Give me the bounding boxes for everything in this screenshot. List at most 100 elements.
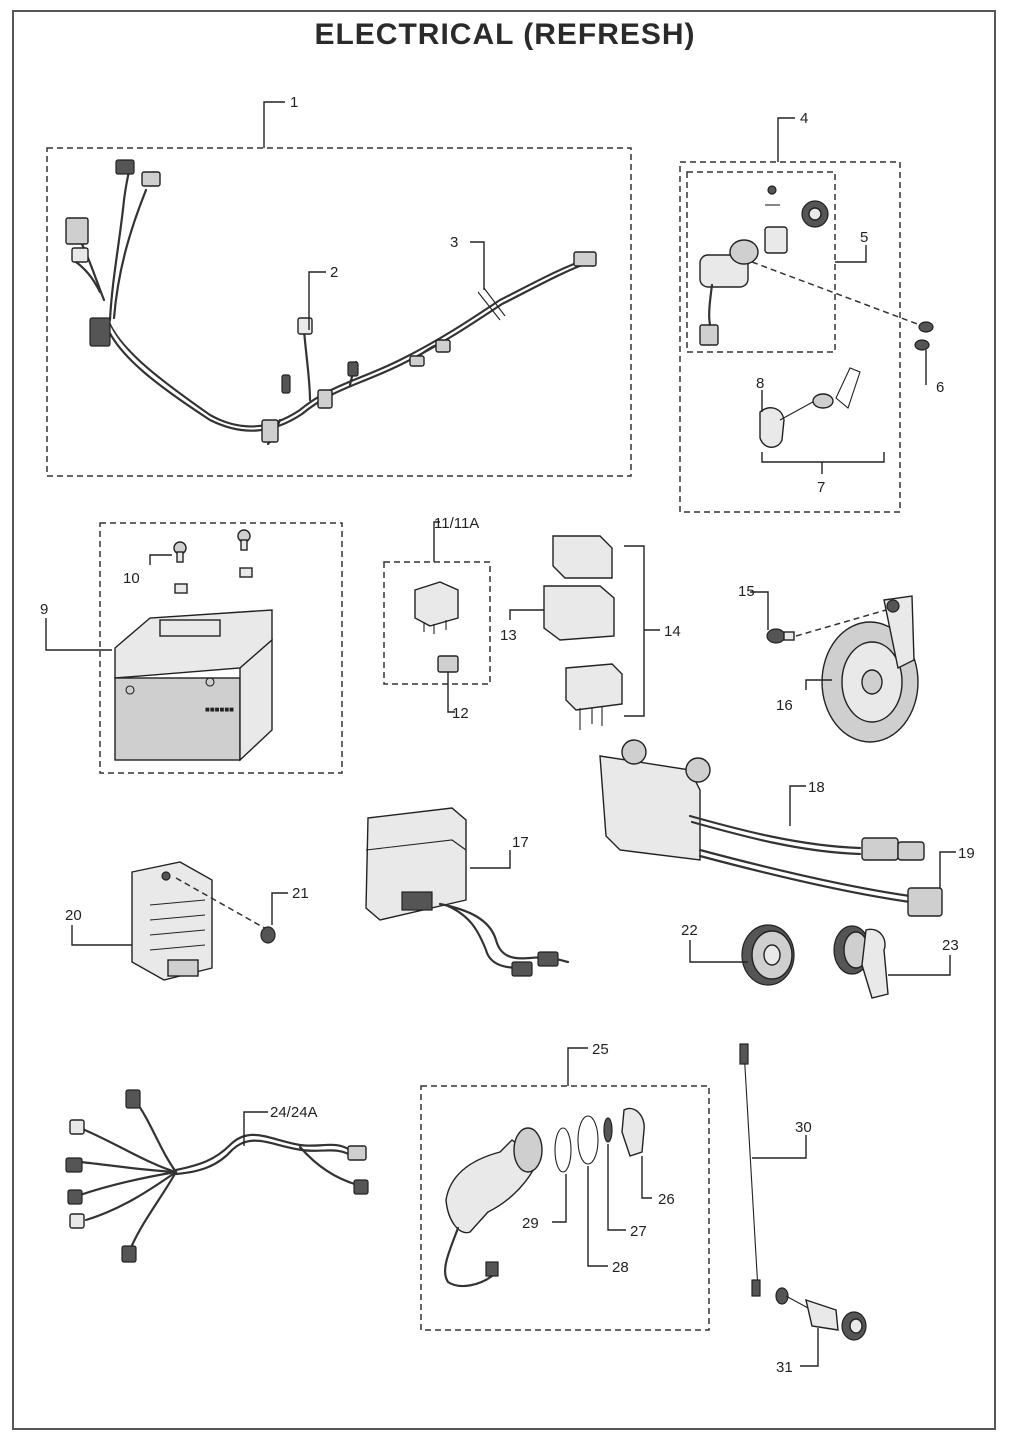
callout-23: 23 bbox=[942, 937, 959, 954]
cdi-unit-17 bbox=[365, 807, 570, 977]
callout-15-leader bbox=[750, 591, 769, 630]
sensor-31 bbox=[775, 1287, 867, 1341]
battery-bolt-10 bbox=[173, 529, 253, 594]
callout-4: 4 bbox=[800, 110, 808, 127]
callout-26-leader bbox=[641, 1156, 652, 1199]
callout-5: 5 bbox=[860, 229, 868, 246]
fuel-sender-body bbox=[443, 1127, 543, 1288]
regulator-20 bbox=[131, 861, 213, 981]
fuse-12 bbox=[437, 655, 459, 673]
callout-15: 15 bbox=[738, 583, 755, 600]
callout-20-leader bbox=[71, 925, 132, 946]
callout-30: 30 bbox=[795, 1119, 812, 1136]
callout-19: 19 bbox=[958, 845, 975, 862]
callout-29: 29 bbox=[522, 1215, 539, 1232]
callout-14-leader bbox=[624, 545, 660, 717]
callout-9-leader bbox=[45, 618, 112, 651]
callout-28: 28 bbox=[612, 1259, 629, 1276]
callout-27-leader bbox=[607, 1144, 626, 1231]
callout-23-leader bbox=[888, 955, 951, 976]
callout-3-leader bbox=[470, 241, 485, 290]
callout-22-leader bbox=[689, 940, 748, 963]
callout-30-leader bbox=[752, 1135, 807, 1159]
battery-group: 9 ■■■■■■ 10 bbox=[40, 522, 343, 774]
relay-modules: 13 14 bbox=[500, 535, 681, 730]
callout-12: 12 bbox=[452, 705, 469, 722]
callout-1: 1 bbox=[290, 94, 298, 111]
regulator-group: 20 21 bbox=[65, 861, 309, 981]
callout-8: 8 bbox=[756, 375, 764, 392]
callout-4-leader bbox=[777, 117, 795, 162]
relay-group-box bbox=[383, 561, 491, 685]
callout-9: 9 bbox=[40, 601, 48, 618]
battery: ■■■■■■ bbox=[114, 609, 273, 762]
diagram-title: ELECTRICAL (REFRESH) bbox=[314, 18, 696, 51]
callout-7: 7 bbox=[817, 479, 825, 496]
battery-group-box bbox=[99, 522, 343, 774]
horn-16 bbox=[821, 595, 919, 743]
harness-group-box bbox=[46, 147, 632, 477]
callout-24-leader bbox=[243, 1111, 268, 1146]
callout-13: 13 bbox=[500, 627, 517, 644]
sheet-border bbox=[12, 10, 996, 1430]
sender-26 bbox=[621, 1107, 645, 1157]
relay-fuse-group: 11/11A 12 bbox=[383, 515, 491, 722]
callout-17-leader bbox=[470, 850, 511, 869]
callout-21: 21 bbox=[292, 885, 309, 902]
callout-22: 22 bbox=[681, 922, 698, 939]
screw-6 bbox=[914, 321, 934, 351]
callout-28-leader bbox=[587, 1166, 608, 1267]
ignition-group-box bbox=[679, 161, 901, 513]
callout-5-leader bbox=[835, 245, 867, 263]
callout-31-leader bbox=[800, 1328, 819, 1367]
callout-27: 27 bbox=[630, 1223, 647, 1240]
callout-12-leader bbox=[447, 672, 455, 713]
callout-31: 31 bbox=[776, 1359, 793, 1376]
grommet-22 bbox=[741, 924, 795, 986]
callout-25-leader bbox=[567, 1047, 588, 1086]
battery-cable-19 bbox=[698, 848, 943, 917]
starter-relay-18 bbox=[599, 739, 925, 861]
callout-2: 2 bbox=[330, 264, 338, 281]
relay-14 bbox=[565, 663, 623, 730]
callout-7-leader bbox=[761, 452, 885, 474]
callout-3: 3 bbox=[450, 234, 458, 251]
callout-2-leader bbox=[308, 271, 326, 330]
callout-10-leader bbox=[149, 554, 172, 565]
relay-11 bbox=[414, 581, 459, 634]
grommet-and-cap-group: 22 23 bbox=[681, 922, 959, 999]
callout-11-leader bbox=[433, 521, 440, 562]
callout-11: 11/11A bbox=[434, 515, 479, 532]
sub-harness-group: 24/24A bbox=[65, 1089, 369, 1263]
ignition-sub-box bbox=[686, 171, 836, 353]
ring-28 bbox=[577, 1115, 599, 1165]
key-set bbox=[759, 367, 861, 448]
sensor-group: 30 31 bbox=[739, 1043, 867, 1376]
callout-29-leader bbox=[552, 1174, 567, 1223]
main-wiring-harness bbox=[65, 159, 597, 446]
callout-14: 14 bbox=[664, 623, 681, 640]
fuel-sender-group-box bbox=[420, 1085, 710, 1331]
regulator-bolt-21 bbox=[260, 926, 276, 944]
callout-20: 20 bbox=[65, 907, 82, 924]
sub-harness-24 bbox=[65, 1089, 369, 1263]
callout-16-leader bbox=[805, 679, 832, 690]
callout-17: 17 bbox=[512, 834, 529, 851]
callout-10: 10 bbox=[123, 570, 140, 587]
ignition-switch bbox=[699, 185, 921, 346]
callout-16: 16 bbox=[776, 697, 793, 714]
callout-26: 26 bbox=[658, 1191, 675, 1208]
horn-group: 15 16 bbox=[738, 583, 919, 743]
relay-13 bbox=[543, 535, 615, 641]
svg-text:■■■■■■: ■■■■■■ bbox=[205, 705, 234, 714]
ring-27 bbox=[603, 1117, 613, 1143]
spark-plug-cap-23 bbox=[833, 925, 889, 999]
callout-18: 18 bbox=[808, 779, 825, 796]
main-wiring-harness-group: 1 bbox=[46, 94, 632, 477]
callout-19-leader bbox=[939, 851, 956, 888]
ring-29 bbox=[554, 1127, 572, 1173]
callout-25: 25 bbox=[592, 1041, 609, 1058]
callout-24: 24/24A bbox=[270, 1104, 318, 1121]
callout-1-leader bbox=[263, 101, 285, 148]
